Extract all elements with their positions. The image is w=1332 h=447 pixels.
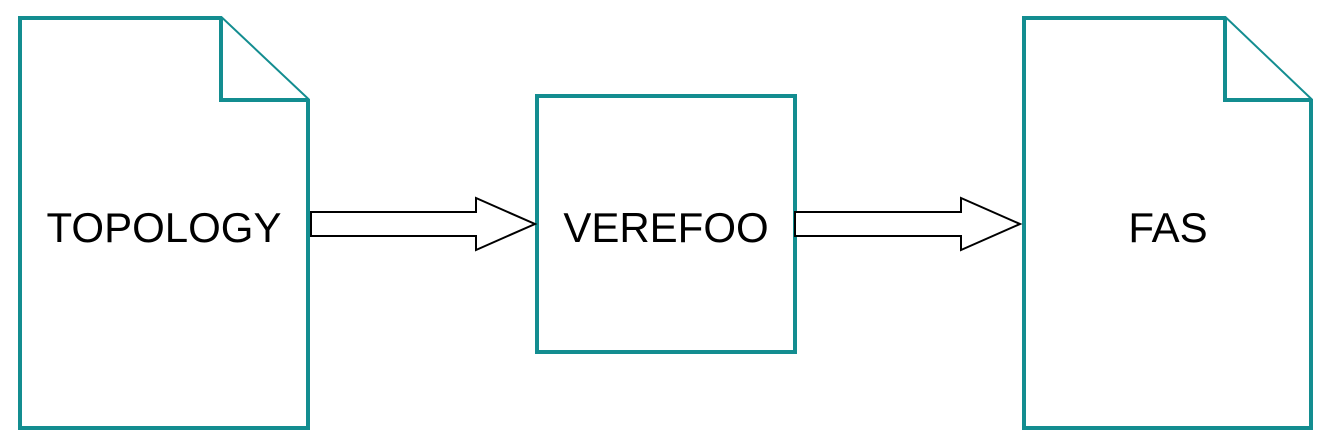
arrow-verefoo-to-fas: [794, 196, 1023, 252]
fas-document-shape: [1022, 16, 1313, 430]
topology-document-shape: [18, 16, 310, 430]
fas-fold-corner: [1223, 18, 1311, 102]
node-verefoo: VEREFOO: [535, 94, 797, 354]
node-fas: FAS: [1022, 16, 1313, 430]
topology-fold-corner: [219, 18, 308, 102]
verefoo-label: VEREFOO: [563, 204, 768, 251]
verefoo-box: [535, 94, 797, 354]
fas-label: FAS: [1128, 204, 1207, 251]
arrow-topology-to-verefoo: [310, 196, 538, 252]
topology-label: TOPOLOGY: [47, 204, 282, 251]
node-topology: TOPOLOGY: [18, 16, 310, 430]
